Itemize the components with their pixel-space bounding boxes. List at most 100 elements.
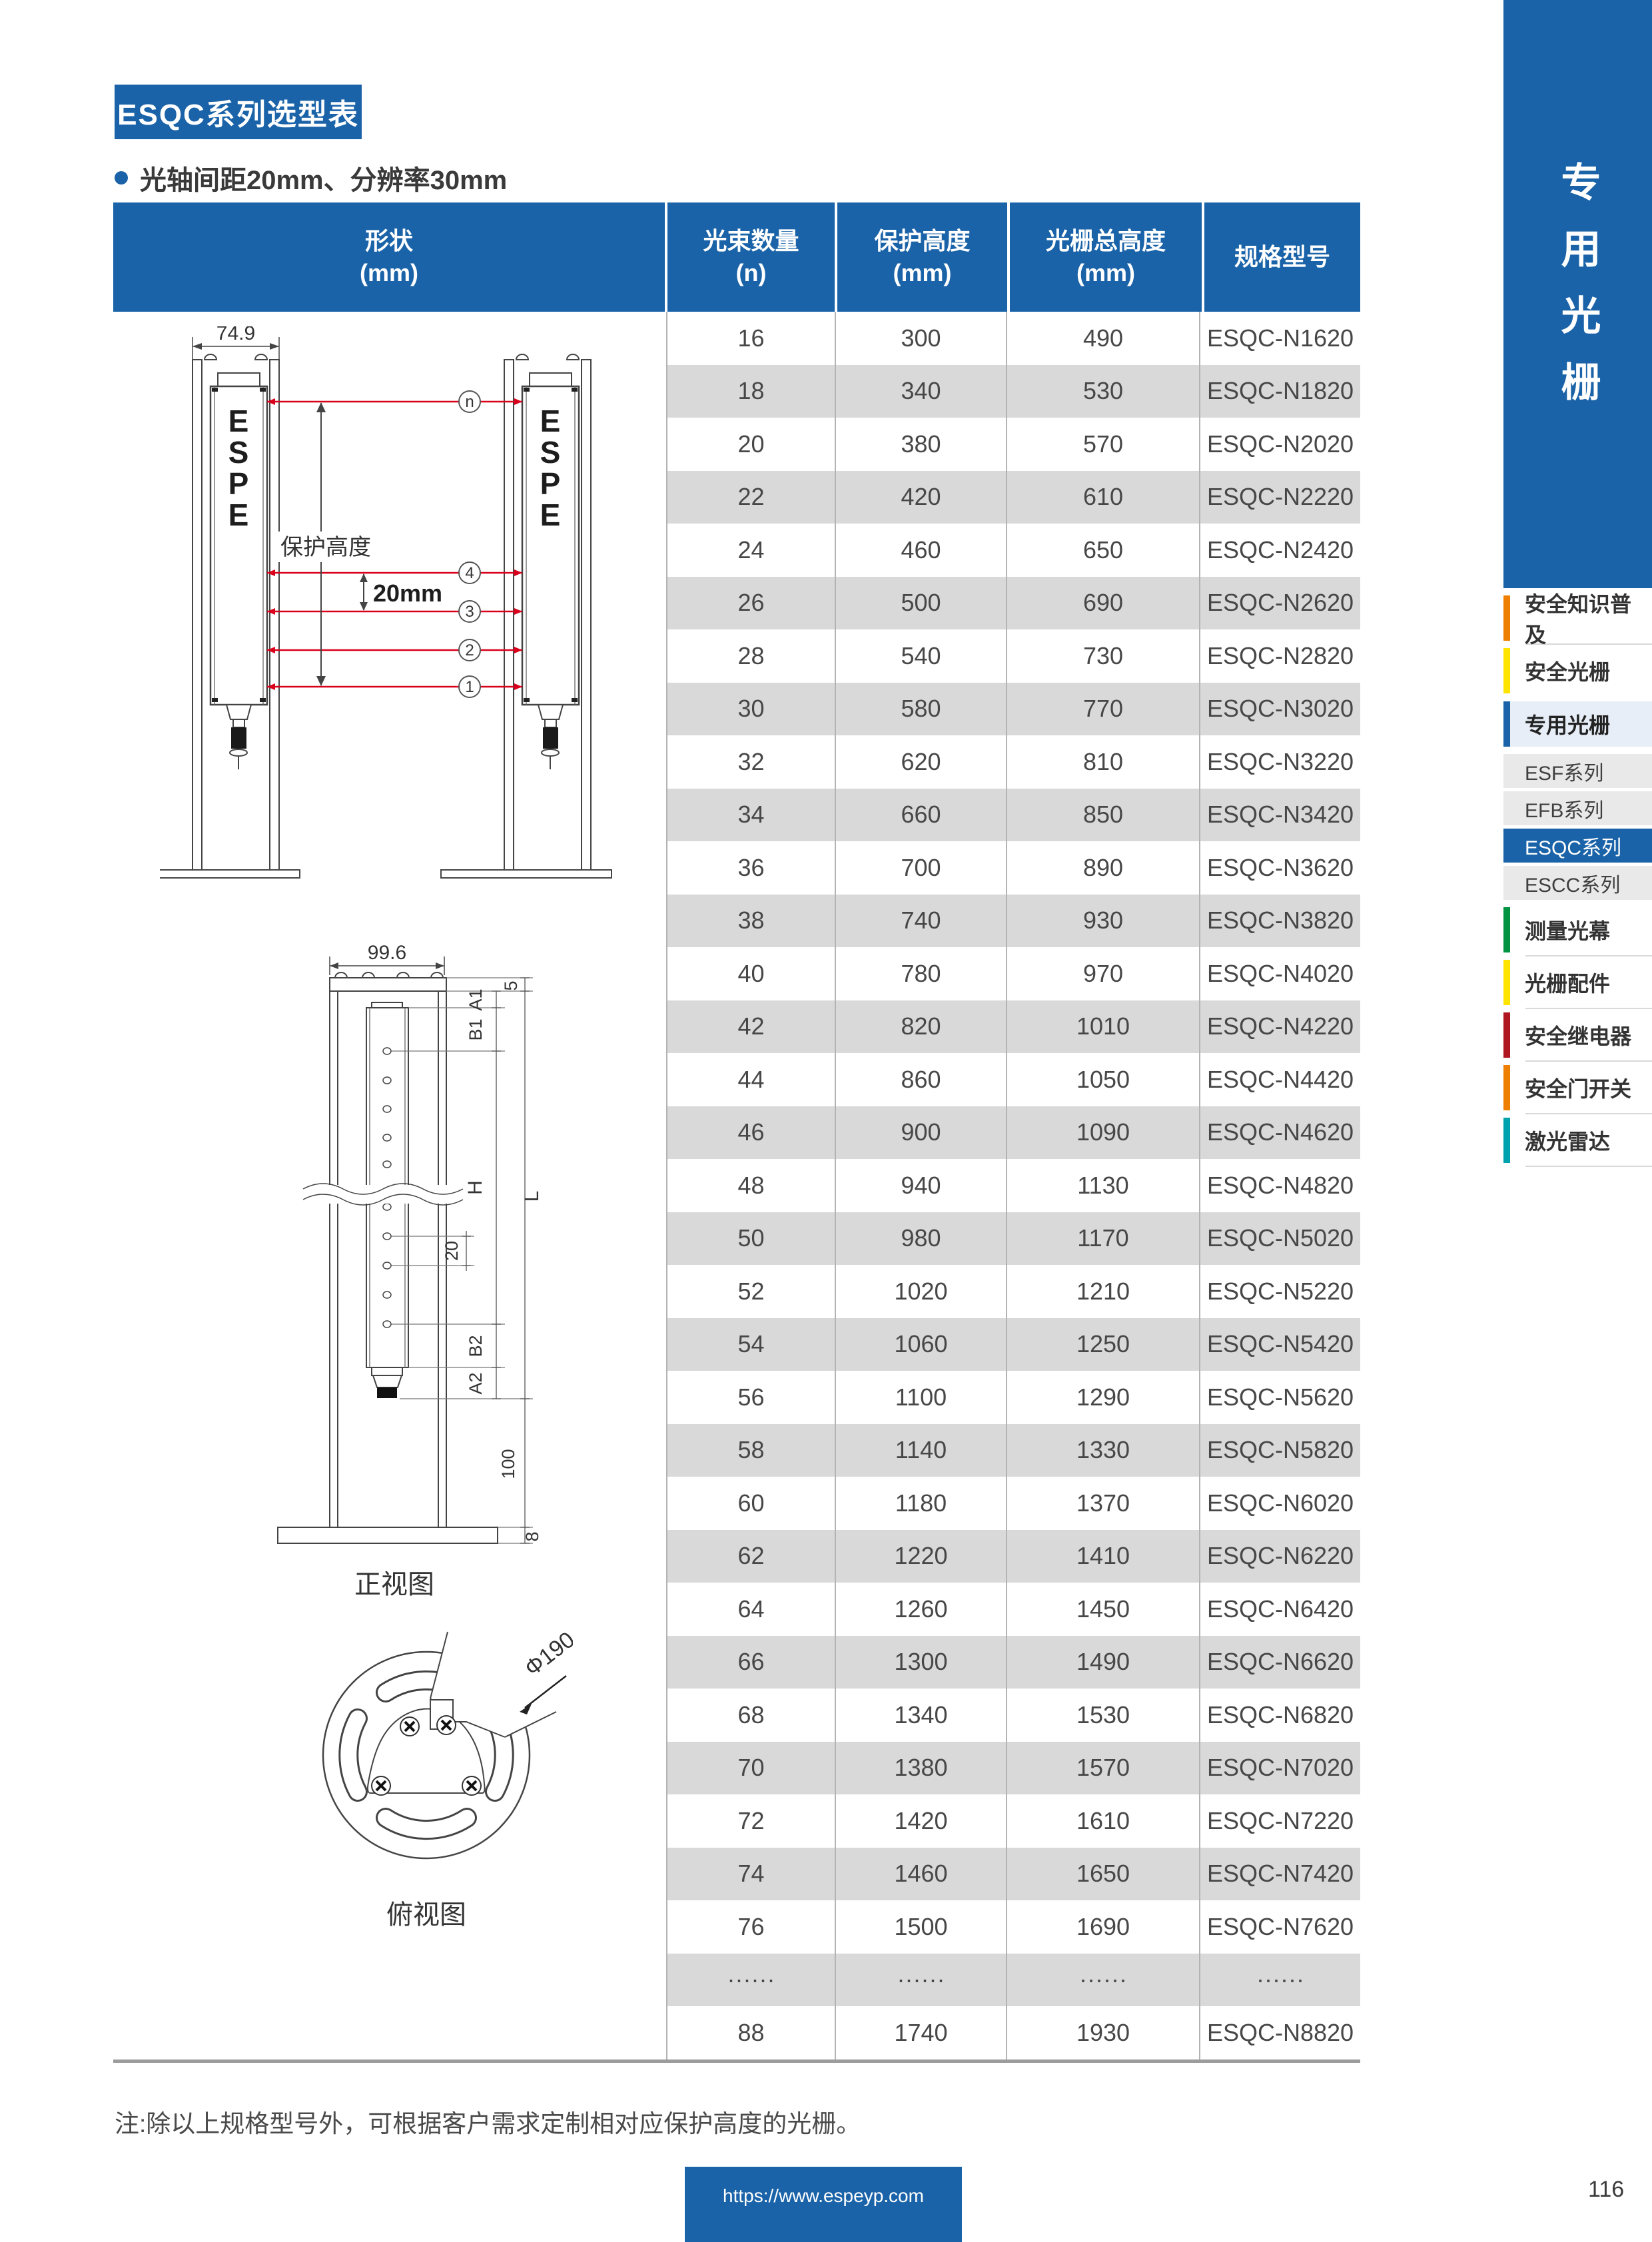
protect-height-cell: 1300 xyxy=(836,1635,1007,1688)
protect-height-cell: 540 xyxy=(836,629,1007,683)
svg-text:1: 1 xyxy=(465,678,474,696)
menu-divider xyxy=(1525,1166,1652,1167)
beam-count-cell: 34 xyxy=(667,788,836,841)
beam-count-cell: 88 xyxy=(667,2006,836,2059)
protect-height-cell: 860 xyxy=(836,1053,1007,1106)
protect-height-cell: 1260 xyxy=(836,1583,1007,1636)
sidebar-item-safety-relay[interactable]: 安全继电器 xyxy=(1503,1012,1652,1058)
sidebar-item-efb-series[interactable]: EFB系列 xyxy=(1503,791,1652,825)
protect-height-cell: 1420 xyxy=(836,1794,1007,1848)
sidebar-item-label: EFB系列 xyxy=(1525,799,1604,822)
beam-count-cell: 36 xyxy=(667,841,836,895)
beam-count-cell: 32 xyxy=(667,735,836,789)
svg-text:B2: B2 xyxy=(466,1335,486,1357)
sidebar-item-label: 安全门开关 xyxy=(1525,1077,1632,1101)
svg-text:100: 100 xyxy=(498,1449,518,1479)
svg-text:B1: B1 xyxy=(466,1018,486,1040)
total-height-cell: 1330 xyxy=(1007,1423,1200,1477)
footer-url[interactable]: https://www.espeyp.com xyxy=(723,2185,924,2206)
total-height-cell: 650 xyxy=(1007,524,1200,577)
total-height-cell: 1210 xyxy=(1007,1265,1200,1318)
width-dim-label: 74.9 xyxy=(216,326,255,344)
sidebar-item-laser-radar[interactable]: 激光雷达 xyxy=(1503,1118,1652,1163)
beam-count-cell: 48 xyxy=(667,1159,836,1212)
protect-height-cell: 1020 xyxy=(836,1265,1007,1318)
sidebar-item-safety-light-curtain[interactable]: 安全光栅 xyxy=(1503,648,1652,693)
total-height-cell: 1930 xyxy=(1007,2006,1200,2059)
sidebar-item-special-light-curtain[interactable]: 专用光栅 xyxy=(1503,701,1652,747)
protect-height-cell: 380 xyxy=(836,418,1007,471)
beam-count-cell: 58 xyxy=(667,1423,836,1477)
sidebar-item-esf-series[interactable]: ESF系列 xyxy=(1503,754,1652,788)
total-height-cell: 1410 xyxy=(1007,1529,1200,1583)
protect-height-cell: 1380 xyxy=(836,1741,1007,1794)
beam-count-cell: 52 xyxy=(667,1265,836,1318)
sidebar-item-esqc-series[interactable]: ESQC系列 xyxy=(1503,829,1652,863)
protect-height-cell: 300 xyxy=(836,312,1007,365)
total-height-cell: 1050 xyxy=(1007,1053,1200,1106)
model-cell: ESQC-N6820 xyxy=(1206,1700,1354,1728)
model-cell: ESQC-N7420 xyxy=(1206,1860,1354,1888)
model-cell: ESQC-N3420 xyxy=(1206,801,1354,829)
svg-text:3: 3 xyxy=(465,603,474,621)
sidebar-item-escc-series[interactable]: ESCC系列 xyxy=(1503,866,1652,900)
total-height-cell: 1290 xyxy=(1007,1371,1200,1424)
sidebar-item-label: 测量光幕 xyxy=(1525,919,1611,943)
table-body: 74.9 xyxy=(113,312,1360,2059)
model-cell: ESQC-N5420 xyxy=(1206,1330,1354,1358)
sidebar-item-measuring-curtain[interactable]: 测量光幕 xyxy=(1503,907,1652,952)
beam-count-cell: 50 xyxy=(667,1212,836,1265)
svg-text:n: n xyxy=(465,393,474,411)
model-cell: ESQC-N7620 xyxy=(1206,1912,1354,1940)
model-cell: ESQC-N5620 xyxy=(1206,1383,1354,1411)
model-cell: ESQC-N4220 xyxy=(1206,1012,1354,1040)
protection-height-dim: 保护高度 xyxy=(278,402,373,686)
svg-text:4: 4 xyxy=(465,564,474,582)
sidebar-item-label: 安全继电器 xyxy=(1525,1024,1632,1048)
beam-count-cell: 62 xyxy=(667,1529,836,1583)
dimension-chains: A1 B1 H B2 A2 5 L 100 8 20 xyxy=(442,977,543,1544)
width-dim-label: 99.6 xyxy=(368,942,406,964)
beam-count-cell: 28 xyxy=(667,629,836,683)
protect-height-cell: 1060 xyxy=(836,1317,1007,1371)
sidebar-item-label: 激光雷达 xyxy=(1525,1130,1611,1154)
total-height-cell: 690 xyxy=(1007,576,1200,629)
beam-count-cell: 70 xyxy=(667,1741,836,1794)
shape-column: 74.9 xyxy=(113,312,667,2059)
total-height-cell: ······ xyxy=(1007,1953,1200,2006)
sidebar-item-safety-knowledge[interactable]: 安全知识普及 xyxy=(1503,592,1652,647)
svg-text:5: 5 xyxy=(501,980,521,990)
sidebar-item-label: ESF系列 xyxy=(1525,762,1604,785)
bullet-icon xyxy=(115,171,128,185)
beam-count-cell: 72 xyxy=(667,1794,836,1848)
col-header-beam-count: 光束数量 (n) xyxy=(667,202,837,312)
sidebar-item-accessories[interactable]: 光栅配件 xyxy=(1503,960,1652,1005)
protect-height-cell: 780 xyxy=(836,947,1007,1000)
protect-height-cell: 420 xyxy=(836,470,1007,524)
beam-count-cell: 64 xyxy=(667,1583,836,1636)
sidebar-item-safety-door-switch[interactable]: 安全门开关 xyxy=(1503,1065,1652,1110)
spec-bullet-text: 光轴间距20mm、分辨率30mm xyxy=(140,166,508,195)
model-cell: ESQC-N5020 xyxy=(1206,1224,1354,1252)
protect-height-cell: 1740 xyxy=(836,2006,1007,2059)
sidebar-item-label: 安全知识普及 xyxy=(1525,592,1632,647)
beam-count-cell: 22 xyxy=(667,470,836,524)
beam-count-cell: 18 xyxy=(667,364,836,418)
model-cell: ESQC-N5820 xyxy=(1206,1436,1354,1464)
model-cell: ESQC-N4020 xyxy=(1206,959,1354,987)
